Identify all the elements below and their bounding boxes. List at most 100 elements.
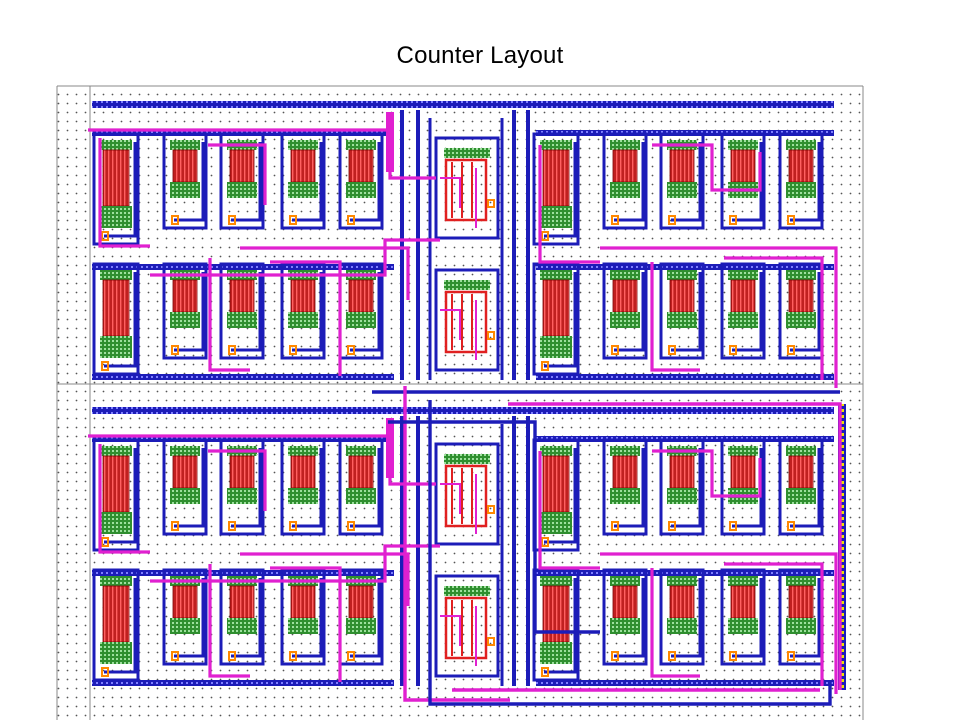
cell-contact <box>289 345 297 355</box>
cell-active-bottom <box>346 312 376 328</box>
center-active <box>444 454 490 464</box>
cell-metal1-ring <box>92 132 140 246</box>
center-poly <box>444 464 488 528</box>
cell-contact <box>171 345 179 355</box>
cell-metal1-ring <box>659 568 705 666</box>
cell-poly <box>172 585 198 619</box>
cell-contact <box>787 345 795 355</box>
cell-active-bottom <box>170 488 200 504</box>
cell-metal1-route <box>544 142 577 238</box>
cell-active-bottom <box>667 312 697 328</box>
center-metal2 <box>440 168 477 228</box>
cell-poly <box>290 455 316 489</box>
cell-metal1-ring <box>720 568 766 666</box>
cell-poly <box>102 455 130 513</box>
center-poly <box>444 596 488 660</box>
cell-metal1-route <box>614 142 645 222</box>
metal2-route <box>724 256 824 380</box>
cell-active-top <box>288 140 318 150</box>
cell-contact <box>171 651 179 661</box>
cell-metal1-route <box>231 272 262 352</box>
cell-metal1-route <box>231 142 262 222</box>
cell-poly <box>669 585 695 619</box>
cell-metal1-route <box>104 448 137 544</box>
metal2-route <box>98 444 150 554</box>
cell-metal1-route <box>790 142 821 222</box>
inter-block-route <box>428 400 832 706</box>
cell-poly <box>730 149 756 183</box>
cell-metal1-ring <box>162 262 208 360</box>
cell-active-top <box>728 446 758 456</box>
cell-metal1-ring <box>219 438 265 536</box>
cell-poly <box>290 279 316 313</box>
metal2-route <box>538 451 600 570</box>
cell-metal1-route <box>671 448 702 528</box>
cell-active-top <box>170 140 200 150</box>
cell-active-top <box>786 446 816 456</box>
center-metal2 <box>440 300 477 360</box>
cell-contact <box>668 651 676 661</box>
cell-metal1-ring <box>219 568 265 666</box>
cell-metal1-route <box>732 272 763 352</box>
cell-active-bottom <box>346 488 376 504</box>
cell-contact <box>289 651 297 661</box>
cell-poly <box>348 279 374 313</box>
cell-active-bottom <box>100 206 132 228</box>
cell-active-top <box>288 446 318 456</box>
cell-poly <box>730 455 756 489</box>
cell-metal1-ring <box>720 438 766 536</box>
cell-active-bottom <box>288 618 318 634</box>
inter-block-route <box>403 386 510 702</box>
cell-poly <box>348 585 374 619</box>
cell-contact <box>611 651 619 661</box>
center-block-outline <box>434 268 500 372</box>
cell-contact <box>541 361 549 371</box>
center-contact <box>487 199 495 208</box>
cell-contact <box>787 521 795 531</box>
cell-metal1-route <box>104 578 137 674</box>
metal2-route <box>208 143 267 205</box>
metal2-route <box>600 552 838 694</box>
cell-contact <box>668 345 676 355</box>
metal2-route <box>150 544 440 583</box>
cell-poly <box>172 149 198 183</box>
cell-contact <box>347 651 355 661</box>
cell-active-top <box>100 576 132 586</box>
cell-contact <box>668 215 676 225</box>
cell-poly <box>788 585 814 619</box>
cell-metal1-ring <box>602 262 648 360</box>
ground-rail-left <box>92 680 394 686</box>
cell-poly <box>542 455 570 513</box>
cell-metal1-ring <box>280 132 326 230</box>
cell-metal1-route <box>231 448 262 528</box>
cell-active-top <box>100 446 132 456</box>
power-rail <box>92 407 834 414</box>
cell-contact <box>101 231 109 241</box>
cell-contact <box>171 521 179 531</box>
cell-poly <box>229 279 255 313</box>
cell-contact <box>729 345 737 355</box>
cell-poly <box>172 279 198 313</box>
metal2-route <box>650 568 700 678</box>
center-metal2 <box>440 606 477 666</box>
cell-contact <box>611 215 619 225</box>
metal2-route <box>240 552 410 606</box>
cell-metal1-ring <box>338 438 384 536</box>
cell-metal1-ring <box>602 132 648 230</box>
cell-metal1-ring <box>778 438 824 536</box>
center-active <box>444 586 490 596</box>
cell-contact <box>101 361 109 371</box>
cell-poly <box>788 455 814 489</box>
cell-contact <box>541 231 549 241</box>
cell-poly <box>172 455 198 489</box>
cell-active-bottom <box>540 512 572 534</box>
cell-active-top <box>540 270 572 280</box>
cell-metal1-route <box>350 578 381 658</box>
cell-contact <box>347 215 355 225</box>
cell-active-top <box>667 576 697 586</box>
cell-active-top <box>667 270 697 280</box>
center-poly-fingers <box>451 162 473 218</box>
cell-contact <box>787 215 795 225</box>
cell-active-bottom <box>227 618 257 634</box>
